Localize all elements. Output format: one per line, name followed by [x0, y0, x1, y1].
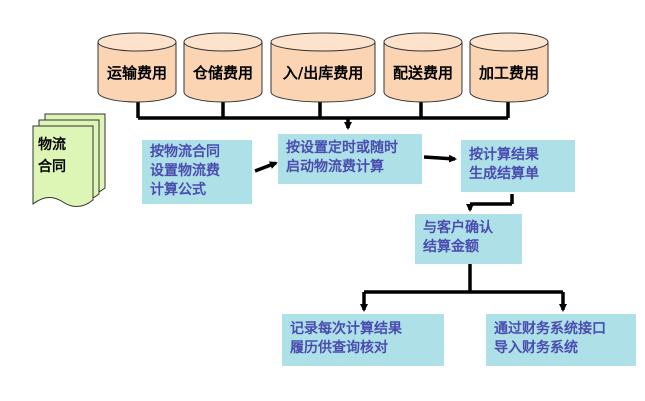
step-text-line: 导入财务系统 [494, 340, 578, 356]
step-generate-statement: 按计算结果 生成结算单 [461, 140, 575, 192]
cost-source-label: 配送费用 [392, 64, 453, 82]
step-export-finance: 通过财务系统接口 导入财务系统 [486, 314, 636, 366]
cost-source-transport: 运输费用 [97, 32, 177, 104]
document-label-line2: 合同 [38, 159, 66, 175]
step-text-line: 通过财务系统接口 [494, 321, 606, 337]
step-text-line: 计算公式 [150, 182, 206, 198]
step-text-line: 与客户确认 [423, 220, 493, 236]
logistics-contract-document: 物流 合同 [18, 108, 118, 212]
step-text-line: 按设置定时或随时 [286, 140, 398, 156]
cost-source-label: 仓储费用 [192, 64, 253, 82]
cost-source-storage: 仓储费用 [183, 32, 263, 104]
document-label-line1: 物流 [38, 137, 66, 153]
cost-source-label: 入/出库费用 [282, 64, 364, 82]
step-text-line: 设置物流费 [150, 163, 220, 179]
document-label: 物流 合同 [38, 134, 78, 178]
cylinder-shape [383, 32, 463, 103]
cost-source-in-out-warehouse: 入/出库费用 [270, 32, 376, 104]
step-text-line: 记录每次计算结果 [290, 321, 402, 337]
cylinder-shape [183, 32, 263, 103]
step-text-line: 结算金额 [423, 239, 479, 255]
step-text-line: 履历供查询核对 [290, 340, 388, 356]
cost-source-processing: 加工费用 [469, 32, 549, 104]
step-text-line: 启动物流费计算 [286, 159, 384, 175]
step-record-history: 记录每次计算结果 履历供查询核对 [282, 314, 444, 366]
step-text-line: 按物流合同 [150, 144, 220, 160]
step-text-line: 按计算结果 [469, 147, 539, 163]
cylinder-shape [97, 32, 177, 103]
cylinder-shape [469, 32, 549, 103]
cylinder-shape [270, 32, 376, 103]
cost-source-label: 运输费用 [106, 64, 167, 82]
step-start-calculation: 按设置定时或随时 启动物流费计算 [278, 134, 422, 184]
step-text-line: 生成结算单 [469, 166, 539, 182]
step-confirm-amount: 与客户确认 结算金额 [415, 214, 522, 264]
cost-source-label: 加工费用 [478, 64, 539, 82]
cost-source-delivery: 配送费用 [383, 32, 463, 104]
step-set-formula: 按物流合同 设置物流费 计算公式 [142, 140, 252, 204]
document-stack-icon [32, 113, 106, 207]
